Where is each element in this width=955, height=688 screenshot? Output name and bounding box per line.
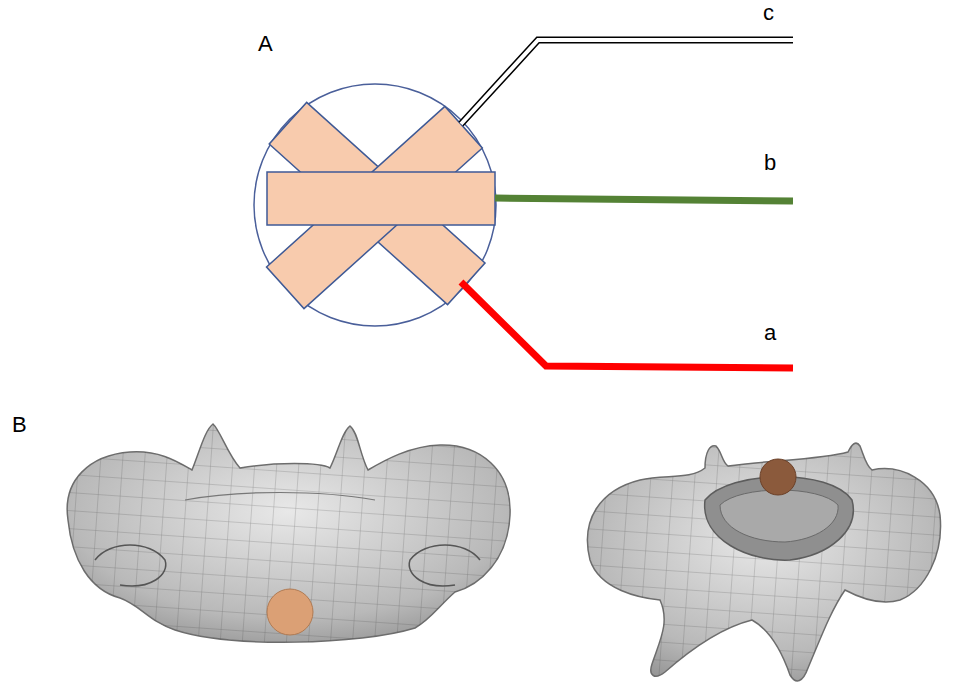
vertebra-front (67, 424, 510, 642)
wire-a (461, 282, 793, 368)
wire-b (495, 198, 793, 201)
wire-label: a (764, 322, 776, 344)
wire-c (461, 40, 793, 124)
vertebra-oblique (587, 443, 940, 681)
panel-letter: A (258, 33, 273, 55)
panel-letter: B (12, 414, 27, 436)
wire-label: c (763, 2, 774, 24)
wire-label: b (764, 152, 776, 174)
